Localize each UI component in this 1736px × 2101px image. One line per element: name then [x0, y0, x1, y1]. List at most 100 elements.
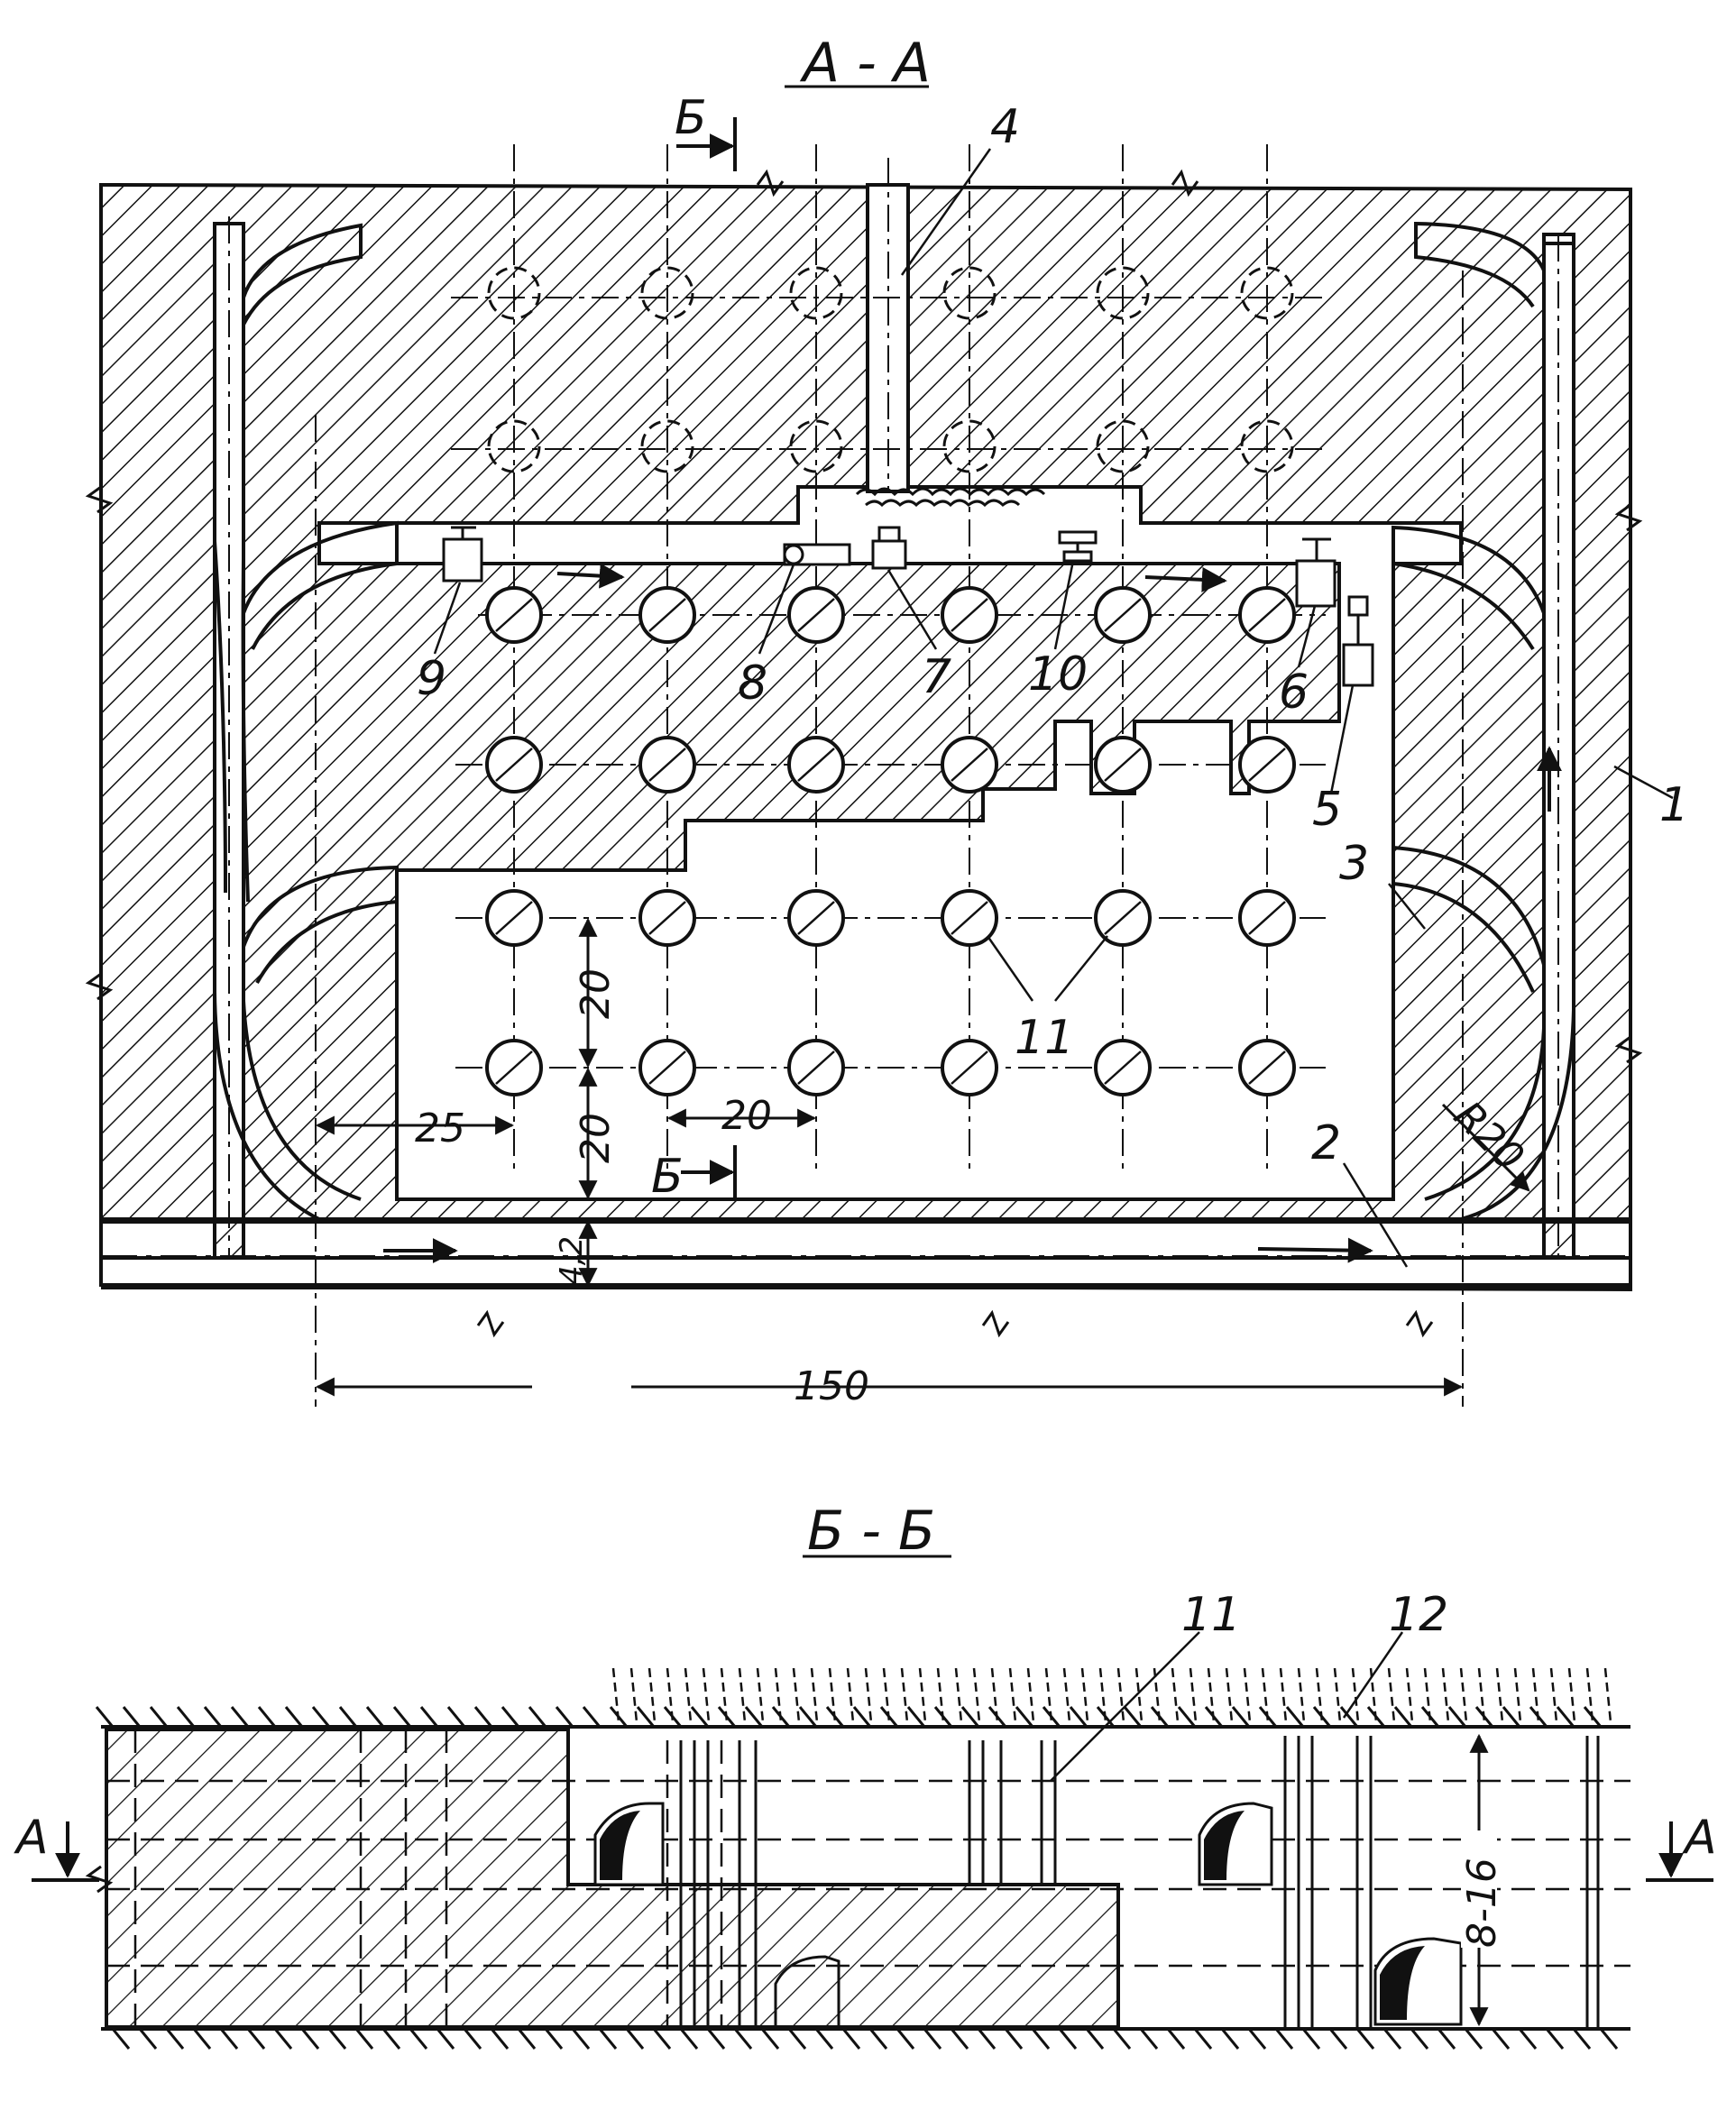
hatch-tick — [338, 1706, 358, 1728]
cut-marker-left-label: А — [14, 1811, 49, 1865]
caved-zone — [611, 1667, 1612, 1723]
hatch-tick — [392, 1706, 412, 1728]
hatch-tick — [1441, 1667, 1450, 1723]
hatch-tick — [1231, 1706, 1251, 1728]
hatch-tick — [1301, 2028, 1321, 2050]
hatch-tick — [690, 1706, 710, 1728]
callout-7: 7 — [922, 650, 951, 704]
upper-level-holes — [487, 266, 1294, 473]
hatch-tick — [1599, 2028, 1619, 2050]
section-dashed-levels — [106, 1729, 1630, 2027]
equipment-6 — [1295, 537, 1336, 608]
section-pillars — [679, 1736, 1600, 2027]
section-bb-callout-12: 12 — [1389, 1588, 1448, 1642]
section-aa-title: А - А — [799, 32, 931, 95]
hatch-tick — [1351, 1667, 1360, 1723]
hatch-tick — [582, 1706, 602, 1728]
equipment — [442, 526, 1374, 687]
hatch-tick — [1531, 1667, 1540, 1723]
cut-marker-left: А — [14, 1811, 99, 1882]
hatch-tick — [852, 1706, 872, 1728]
hatch-tick — [1423, 1667, 1432, 1723]
hatch-tick — [954, 1667, 963, 1723]
hatch-tick — [473, 1706, 493, 1728]
hatch-tick — [760, 2028, 780, 2050]
hatch-tick — [1243, 1667, 1252, 1723]
equipment-7 — [871, 526, 907, 570]
hatch-tick — [756, 1667, 765, 1723]
hatch-tick — [230, 1706, 250, 1728]
pillar-grid-lines — [315, 144, 1464, 1407]
hatch-tick — [1405, 1667, 1414, 1723]
cut-marker-bottom-label: Б — [651, 1150, 684, 1204]
hatch-tick — [311, 1706, 331, 1728]
hatch-tick — [666, 1667, 675, 1723]
hatch-tick — [1220, 2028, 1240, 2050]
hatch-tick — [1279, 1667, 1288, 1723]
drift-openings — [593, 1802, 1463, 2029]
hatch-tick — [122, 1706, 142, 1728]
cut-marker-top: Б — [675, 91, 737, 171]
hatch-tick — [1015, 1706, 1034, 1728]
hatch-tick — [555, 1706, 574, 1728]
hatch-tick — [273, 2028, 293, 2050]
hatch-tick — [900, 1667, 909, 1723]
hatch-tick — [1098, 1667, 1107, 1723]
hatch-tick — [501, 1706, 520, 1728]
equipment-8 — [783, 543, 851, 566]
hatch-tick — [625, 2028, 645, 2050]
hatch-tick — [149, 1706, 169, 1728]
flow-arrows — [383, 563, 1562, 1263]
hatch-tick — [798, 1706, 818, 1728]
dim-edge-offset: 25 — [415, 1106, 465, 1151]
hatch-tick — [1572, 2028, 1592, 2050]
hatch-tick — [1189, 1667, 1198, 1723]
hatch-tick — [1315, 1667, 1324, 1723]
hatch-tick — [176, 1706, 196, 1728]
hatch-tick — [882, 1667, 891, 1723]
hatch-tick — [679, 2028, 699, 2050]
hatch-tick — [463, 2028, 482, 2050]
hatch-tick — [1459, 1667, 1468, 1723]
right-curved-drifts — [1392, 221, 1575, 1221]
hatch-tick — [972, 1667, 981, 1723]
hatch-tick — [868, 2028, 888, 2050]
hatch-tick — [636, 1706, 656, 1728]
hatch-tick — [1193, 2028, 1213, 2050]
hatch-tick — [1567, 1667, 1576, 1723]
hatch-tick — [706, 2028, 726, 2050]
callout-6: 6 — [1279, 665, 1309, 720]
hatch-tick — [1369, 1667, 1378, 1723]
hatch-tick — [1545, 2028, 1565, 2050]
hatch-tick — [864, 1667, 873, 1723]
callout-2: 2 — [1311, 1116, 1341, 1170]
hatch-tick — [950, 2028, 969, 2050]
section-bb-callout-11: 11 — [1181, 1588, 1241, 1642]
hatch-tick — [1447, 1706, 1467, 1728]
hatch-tick — [611, 1667, 620, 1723]
hatch-tick — [1274, 2028, 1294, 2050]
hatch-tick — [1153, 1667, 1162, 1723]
hatch-tick — [1437, 2028, 1456, 2050]
hatch-tick — [744, 1706, 764, 1728]
dim-drift-width: 4,2 — [554, 1236, 590, 1285]
hatch-tick — [1491, 2028, 1511, 2050]
hatch-tick — [1171, 1667, 1180, 1723]
hatch-tick — [977, 2028, 997, 2050]
hatch-tick — [733, 2028, 753, 2050]
callout-9: 9 — [417, 652, 446, 706]
hatch-tick — [936, 1667, 945, 1723]
hatch-tick — [300, 2028, 320, 2050]
callout-4: 4 — [990, 100, 1020, 154]
hatch-tick — [1549, 1667, 1558, 1723]
hatch-tick — [1393, 1706, 1413, 1728]
hatch-tick — [1502, 1706, 1521, 1728]
dim-height-bg — [1461, 1830, 1497, 1948]
hatch-tick — [1387, 1667, 1396, 1723]
hatch-tick — [517, 2028, 537, 2050]
hatch-tick — [792, 1667, 801, 1723]
hatch-tick — [381, 2028, 401, 2050]
hatch-tick — [1069, 1706, 1088, 1728]
hatch-tick — [990, 1667, 999, 1723]
